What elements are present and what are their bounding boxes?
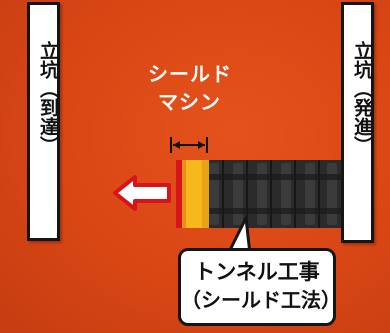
- tunnel-callout: トンネル工事 （シールド工法）: [178, 248, 341, 326]
- shield-machine-label-line1: シールド: [148, 62, 232, 86]
- shield-machine-label-line2: マシン: [158, 90, 221, 114]
- callout-subtitle: （シールド工法）: [181, 288, 341, 312]
- shield-machine: [176, 160, 209, 228]
- double-headed-arrow-icon: [170, 137, 208, 153]
- launch-shaft: 立坑（発進）: [341, 2, 374, 243]
- launch-shaft-label: 立坑（発進）: [351, 41, 373, 155]
- shield-machine-label: シールド マシン: [148, 60, 232, 116]
- callout-title: トンネル工事: [194, 260, 320, 284]
- tunnel-segments: [203, 160, 341, 228]
- arrival-shaft: 立坑（到達）: [27, 2, 60, 241]
- left-arrow-icon: [113, 175, 171, 211]
- arrival-shaft-label: 立坑（到達）: [37, 41, 59, 155]
